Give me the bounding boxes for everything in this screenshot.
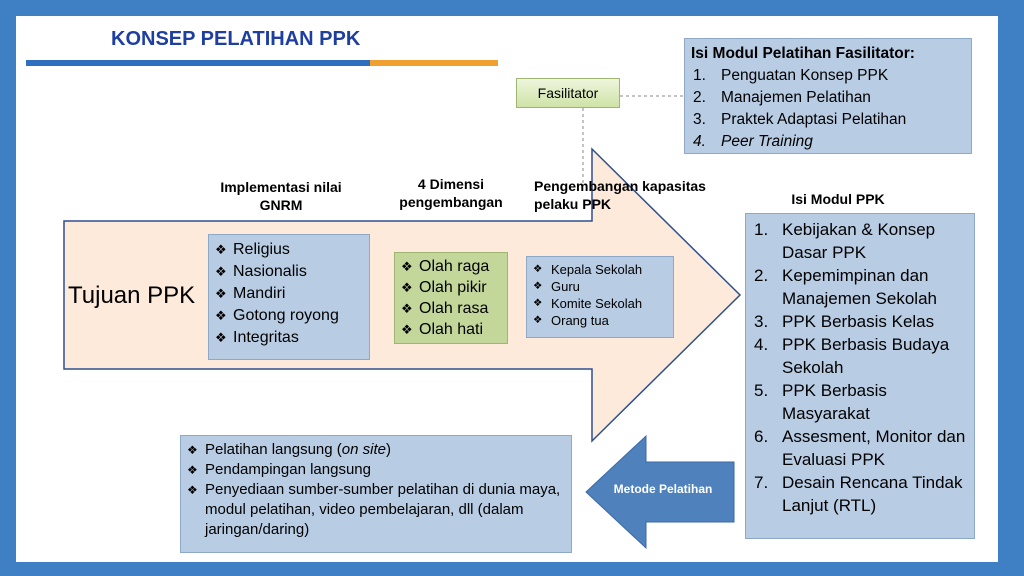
list-item: Olah raga <box>401 256 501 277</box>
list-item: Pelatihan langsung (on site) <box>187 440 565 460</box>
title-underline-blue <box>26 60 370 66</box>
list-item: 4.PPK Berbasis Budaya Sekolah <box>754 335 950 377</box>
list-item: Mandiri <box>215 283 363 305</box>
pelaku-box: Kepala Sekolah Guru Komite Sekolah Orang… <box>526 256 674 338</box>
gnrm-values-list: Religius Nasionalis Mandiri Gotong royon… <box>215 239 363 349</box>
fasilitator-label: Fasilitator <box>537 85 599 101</box>
modul-ppk-list: 1.Kebijakan & Konsep Dasar PPK 2.Kepemim… <box>752 218 968 517</box>
modul-fasilitator-box: Isi Modul Pelatihan Fasilitator: 1.Pengu… <box>684 38 972 154</box>
page-title: KONSEP PELATIHAN PPK <box>111 28 361 50</box>
modul-ppk-box: 1.Kebijakan & Konsep Dasar PPK 2.Kepemim… <box>745 213 975 539</box>
list-item: 1.Kebijakan & Konsep Dasar PPK <box>754 220 936 262</box>
list-item: Olah pikir <box>401 277 501 298</box>
slide: KONSEP PELATIHAN PPK Fasilitator Isi Mod… <box>16 16 998 562</box>
list-item: 7.Desain Rencana Tindak Lanjut (RTL) <box>754 473 963 515</box>
list-item: Olah hati <box>401 319 501 340</box>
list-item: Komite Sekolah <box>533 295 667 312</box>
metode-label: Metode Pelatihan <box>613 482 713 496</box>
pelaku-list: Kepala Sekolah Guru Komite Sekolah Orang… <box>533 261 667 329</box>
list-item: 5.PPK Berbasis Masyarakat <box>754 381 887 423</box>
metode-arrow-shape <box>585 434 735 550</box>
list-item: Guru <box>533 278 667 295</box>
modul-fasilitator-heading: Isi Modul Pelatihan Fasilitator: <box>691 45 915 62</box>
list-item: Integritas <box>215 327 363 349</box>
modul-fasilitator-list: 1.Penguatan Konsep PPK 2.Manajemen Pelat… <box>691 65 965 153</box>
title-underline-orange <box>370 60 498 66</box>
list-item: Olah rasa <box>401 298 501 319</box>
gnrm-values-box: Religius Nasionalis Mandiri Gotong royon… <box>208 234 370 360</box>
list-item: Kepala Sekolah <box>533 261 667 278</box>
list-item: 3.Praktek Adaptasi Pelatihan <box>693 111 907 128</box>
dimensi-list: Olah raga Olah pikir Olah rasa Olah hati <box>401 256 501 340</box>
dimensi-box: Olah raga Olah pikir Olah rasa Olah hati <box>394 252 508 344</box>
list-item: Pendampingan langsung <box>187 460 565 480</box>
label-isi-modul: Isi Modul PPK <box>791 191 885 207</box>
tujuan-label: Tujuan PPK <box>68 282 196 309</box>
list-item: 1.Penguatan Konsep PPK <box>693 67 889 84</box>
list-item: 2.Kepemimpinan dan Manajemen Sekolah <box>754 266 937 308</box>
list-item: 6.Assesment, Monitor dan Evaluasi PPK <box>754 427 966 469</box>
list-item: 2.Manajemen Pelatihan <box>693 89 871 106</box>
list-item: Religius <box>215 239 363 261</box>
metode-box: Pelatihan langsung (on site) Pendampinga… <box>180 435 572 553</box>
metode-list: Pelatihan langsung (on site) Pendampinga… <box>187 440 565 540</box>
list-item: 3.PPK Berbasis Kelas <box>754 312 935 331</box>
label-gnrm: Implementasi nilai GNRM <box>220 179 342 213</box>
list-item: Penyediaan sumber-sumber pelatihan di du… <box>187 480 565 540</box>
list-item: Gotong royong <box>215 305 363 327</box>
list-item: Orang tua <box>533 312 667 329</box>
label-dimensi: 4 Dimensi pengembangan <box>399 176 503 210</box>
label-kapasitas: Pengembangan kapasitas pelaku PPK <box>534 178 706 212</box>
fasilitator-box: Fasilitator <box>516 78 620 108</box>
list-item: 4.Peer Training <box>693 133 813 150</box>
list-item: Nasionalis <box>215 261 363 283</box>
